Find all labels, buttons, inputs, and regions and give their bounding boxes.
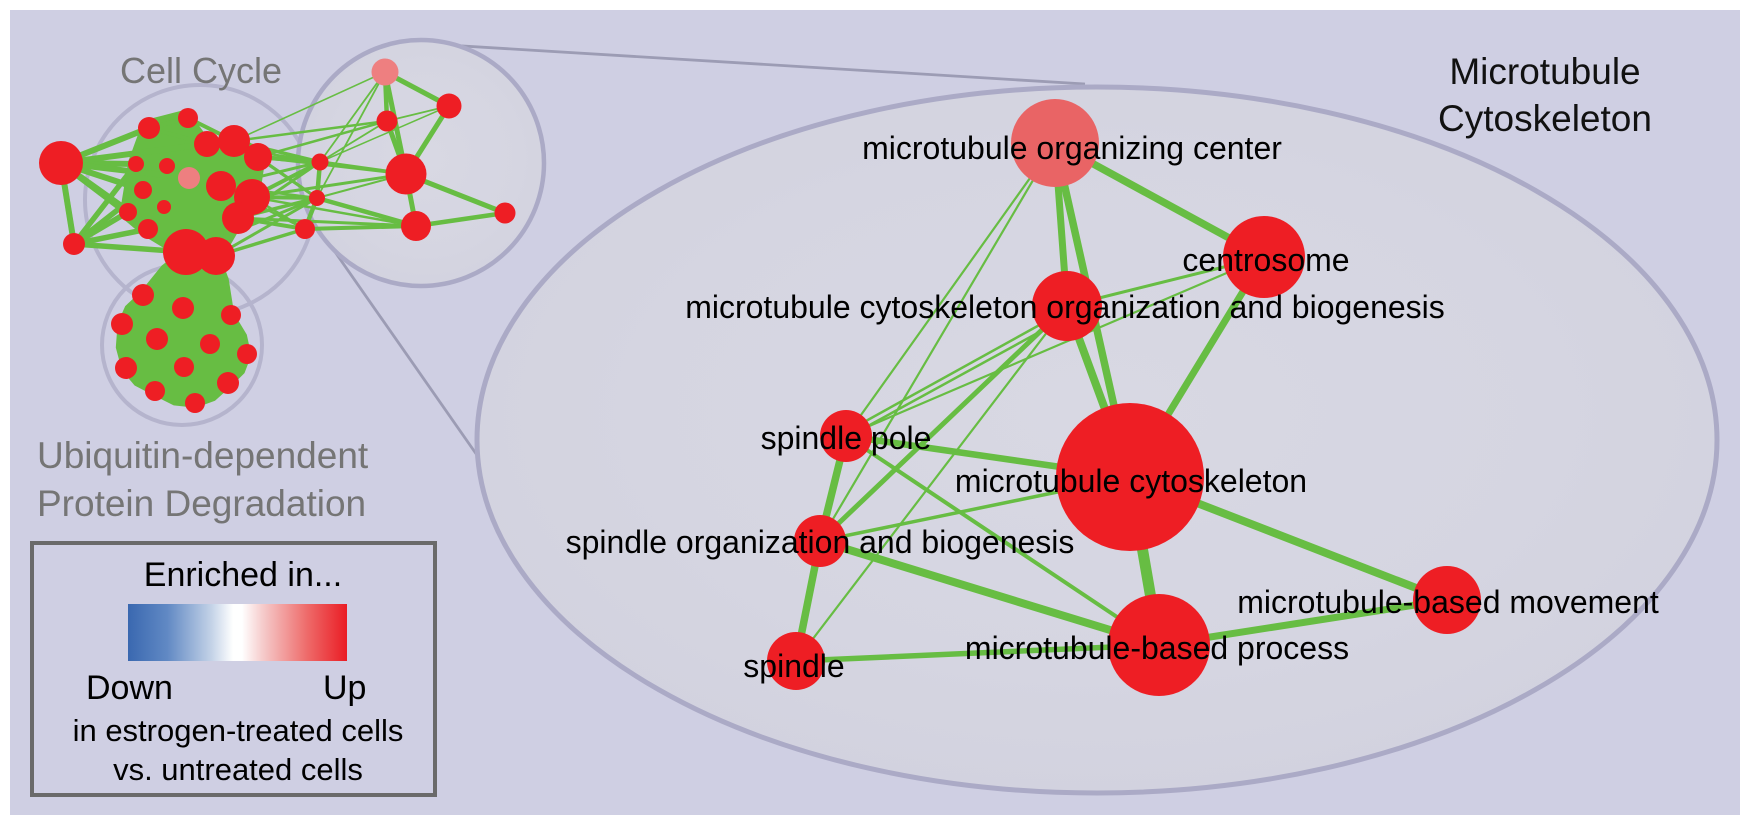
svg-text:Ubiquitin-dependent: Ubiquitin-dependent <box>37 435 369 476</box>
svg-text:Up: Up <box>323 669 366 707</box>
svg-text:microtubule-based movement: microtubule-based movement <box>1237 584 1659 620</box>
svg-text:centrosome: centrosome <box>1182 242 1349 278</box>
svg-text:Enriched in...: Enriched in... <box>144 556 342 594</box>
svg-text:Microtubule: Microtubule <box>1449 51 1640 92</box>
svg-text:Cytoskeleton: Cytoskeleton <box>1438 98 1652 139</box>
svg-text:spindle organization and bioge: spindle organization and biogenesis <box>566 524 1075 560</box>
svg-text:microtubule cytoskeleton: microtubule cytoskeleton <box>955 463 1307 499</box>
svg-text:microtubule organizing center: microtubule organizing center <box>862 130 1282 166</box>
svg-text:spindle: spindle <box>743 648 844 684</box>
svg-text:Down: Down <box>86 669 173 707</box>
svg-text:Cell Cycle: Cell Cycle <box>120 50 282 91</box>
svg-text:microtubule-based process: microtubule-based process <box>965 630 1349 666</box>
svg-text:in estrogen-treated cells: in estrogen-treated cells <box>73 713 404 748</box>
svg-text:Protein Degradation: Protein Degradation <box>37 483 366 524</box>
svg-text:spindle pole: spindle pole <box>761 420 932 456</box>
svg-text:microtubule cytoskeleton organ: microtubule cytoskeleton organization an… <box>685 289 1445 325</box>
svg-text:vs. untreated cells: vs. untreated cells <box>113 752 363 787</box>
